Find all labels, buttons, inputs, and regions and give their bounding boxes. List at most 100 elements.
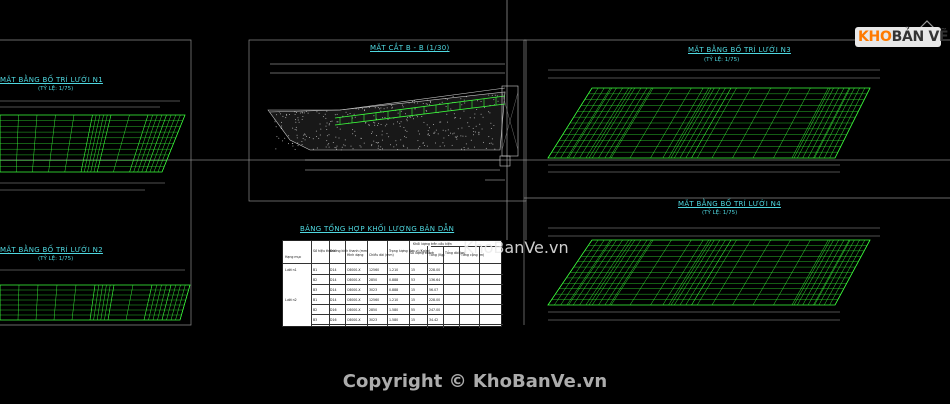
rebar-line [629,239,672,306]
concrete-dot [429,100,431,102]
table-header-shape: Hình dạng [347,253,364,257]
concrete-dot [414,108,416,110]
n1-scale: (TỶ LỆ: 1/75) [38,86,74,92]
rebar-line [170,284,181,321]
concrete-dot [400,139,402,141]
rebar-line [818,87,855,159]
concrete-dot [350,145,352,147]
concrete-dot [327,144,329,146]
table-cell-unit: 0.888 [389,278,399,282]
concrete-dot [400,121,402,123]
concrete-dot [294,129,296,131]
copyright-text: Copyright © KhoBanVe.vn [342,371,608,392]
concrete-dot [447,121,449,123]
concrete-dot [496,95,498,97]
rebar-line [566,87,611,159]
concrete-dot [478,134,480,136]
rebar-line [145,114,167,173]
concrete-dot [304,134,306,136]
concrete-dot [382,117,384,119]
concrete-dot [490,128,492,130]
table-header-grand: Tổng cộng (m) [461,253,485,257]
rebar-line [547,87,593,159]
concrete-dot [434,142,436,144]
concrete-dot [298,121,300,123]
concrete-dot [305,135,307,137]
rebar-line [588,239,632,306]
table-header-item: Hạng mục [285,255,302,259]
concrete-dot [295,121,297,123]
rebar-line [824,87,860,159]
rebar-line [793,239,831,306]
concrete-dot [391,106,393,108]
concrete-dot [390,144,392,146]
table-header-len: Chiều dài (mm) [369,253,394,257]
concrete-dot [336,113,338,115]
concrete-dot [493,99,495,101]
n1-title: MẶT BẰNG BỐ TRÍ LƯỚI N1 [0,76,103,84]
rebar-line [797,239,834,306]
concrete-dot [482,116,484,118]
concrete-dot [455,117,457,119]
concrete-dot [426,99,428,101]
concrete-dot [381,134,383,136]
concrete-dot [442,129,444,131]
concrete-dot [491,94,493,96]
concrete-dot [467,147,469,149]
concrete-dot [294,148,296,150]
n4-scale: (TỶ LỆ: 1/75) [702,210,738,216]
concrete-dot [402,144,404,146]
rebar-line [87,114,101,173]
rebar-line [148,284,157,321]
table-cell-shape: C6000-X [347,278,361,282]
concrete-dot [488,94,490,96]
concrete-dot [275,148,277,150]
concrete-dot [370,133,372,135]
concrete-dot [405,136,407,138]
concrete-dot [280,113,282,115]
rebar-line [166,284,176,321]
rebar-line [48,114,56,173]
concrete-dot [387,118,389,120]
concrete-dot [427,133,429,135]
concrete-dot [435,129,437,131]
concrete-dot [312,138,314,140]
rebar-line [629,87,672,159]
rebar-line [175,284,186,321]
concrete-dot [297,117,299,119]
concrete-dot [460,148,462,150]
rebar-line [554,239,599,306]
concrete-dot [316,135,318,137]
rebar-line [670,87,712,159]
concrete-dot [324,113,326,115]
rebar-line [573,239,617,306]
concrete-dot [447,129,449,131]
concrete-dot [399,122,401,124]
table-cell-shape: C6000-X [347,298,361,302]
rebar-line [814,239,851,306]
rebar-line [674,87,715,159]
rebar-line [807,87,845,159]
concrete-dot [497,100,499,102]
table-cell-total: 136.64 [429,278,441,282]
concrete-dot [429,104,431,106]
rebar-line [149,114,172,173]
rebar-line [129,114,149,173]
concrete-dot [463,146,465,148]
concrete-dot [384,125,386,127]
concrete-dot [399,125,401,127]
concrete-dot [463,149,465,151]
table-header-unit: Trọng lượng đơn vị (Kg/m) [389,249,431,253]
concrete-dot [301,111,303,113]
table-cell-len: 12560 [369,268,380,272]
rebar-line [609,87,652,159]
rebar-line [560,239,605,306]
concrete-dot [426,110,428,112]
rebar-line [84,114,97,173]
rebar-line [71,284,77,321]
concrete-dot [397,112,399,114]
concrete-dot [365,106,367,108]
rebar-line [685,87,726,159]
concrete-dot [463,110,465,112]
